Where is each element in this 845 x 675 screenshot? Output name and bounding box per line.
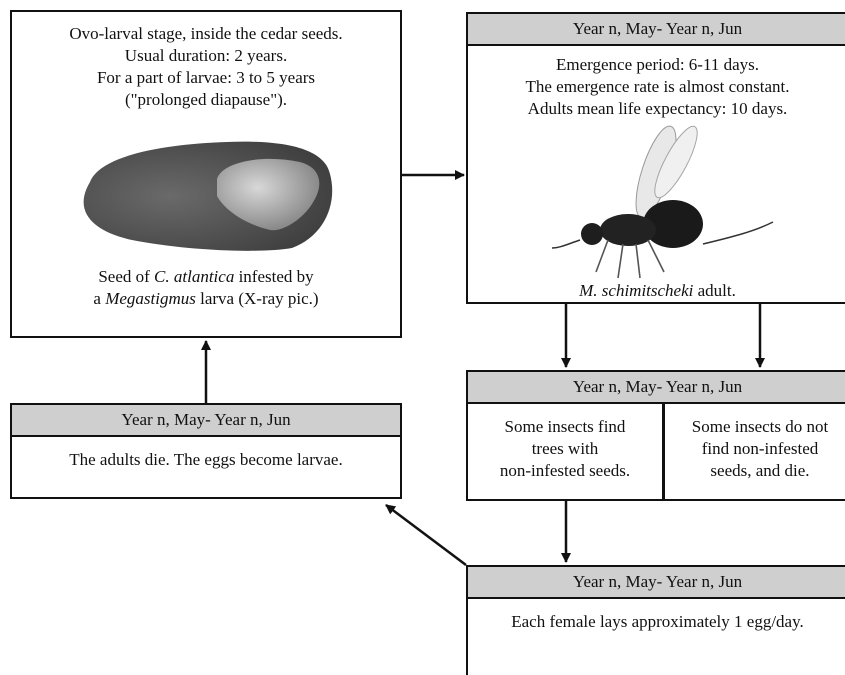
arrow-lay-to-die (385, 504, 467, 566)
lay-header: Year n, May- Year n, Jun (468, 567, 845, 599)
emergence-caption-rest: adult. (693, 281, 736, 300)
ovo-line-2: Usual duration: 2 years. (124, 46, 288, 65)
flow-arrows (201, 170, 765, 566)
ovo-line-4: ("prolonged diapause"). (124, 90, 288, 109)
emergence-header: Year n, May- Year n, Jun (468, 14, 845, 46)
emergence-line-1: Emergence period: 6-11 days. (556, 55, 759, 74)
seed-caption-p4: larva (X-ray pic.) (195, 289, 319, 308)
split-left-line-2: trees with (531, 439, 599, 458)
emergence-caption: M. schimitscheki adult. (468, 280, 845, 302)
seed-caption-line-2: a Megastigmus larva (X-ray pic.) (12, 288, 400, 310)
seed-xray-image (83, 141, 333, 251)
seed-caption-line-1: Seed of C. atlantica infested by (12, 266, 400, 288)
split-left-cell: Some insects find trees with non-infeste… (468, 416, 662, 482)
seed-caption-species: C. atlantica (154, 267, 235, 286)
split-right-line-1: Some insects do not (691, 417, 829, 436)
emergence-caption-species: M. schimitscheki (579, 281, 694, 300)
split-box: Year n, May- Year n, Jun Some insects fi… (466, 370, 845, 501)
adults-die-box: Year n, May- Year n, Jun The adults die.… (10, 403, 402, 499)
ovo-larval-box: Ovo-larval stage, inside the cedar seeds… (10, 10, 402, 338)
split-right-line-2: find non-infested (701, 439, 819, 458)
seed-caption-genus: Megastigmus (105, 289, 196, 308)
seed-caption-p1: Seed of (98, 267, 155, 286)
lay-box: Year n, May- Year n, Jun Each female lay… (466, 565, 845, 675)
wasp-adult-image (551, 125, 774, 279)
ovo-line-3: For a part of larvae: 3 to 5 years (96, 68, 316, 87)
split-right-cell: Some insects do not find non-infested se… (665, 416, 845, 482)
emergence-line-2: The emergence rate is almost constant. (525, 77, 790, 96)
lay-text: Each female lays approximately 1 egg/day… (511, 612, 804, 631)
seed-caption-p2: infested by (234, 267, 314, 286)
adults-die-header: Year n, May- Year n, Jun (12, 405, 400, 437)
split-right-line-3: seeds, and die. (710, 461, 810, 480)
split-left-line-3: non-infested seeds. (499, 461, 631, 480)
seed-caption-p3: a (93, 289, 106, 308)
split-header: Year n, May- Year n, Jun (468, 372, 845, 404)
split-divider (662, 404, 665, 499)
split-left-line-1: Some insects find (504, 417, 626, 436)
ovo-line-1: Ovo-larval stage, inside the cedar seeds… (69, 24, 343, 43)
emergence-line-3: Adults mean life expectancy: 10 days. (527, 99, 788, 118)
adults-die-text: The adults die. The eggs become larvae. (69, 450, 343, 469)
emergence-box: Year n, May- Year n, Jun Emergence perio… (466, 12, 845, 304)
